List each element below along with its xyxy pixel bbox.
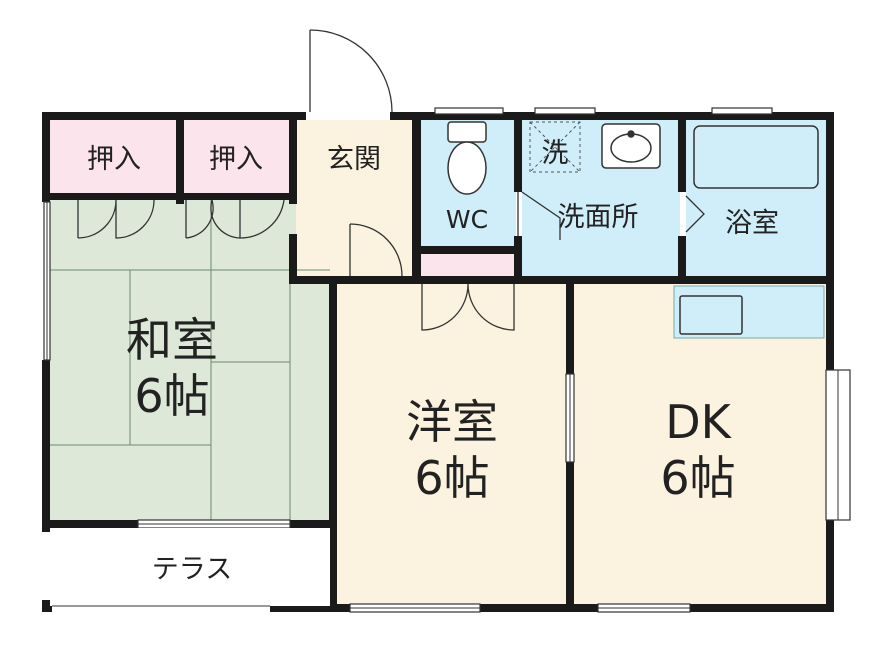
doors [77,29,705,331]
closet-2-label: 押入 [209,144,263,175]
closet-1-label: 押入 [87,144,141,175]
washbasin-icon [601,123,661,169]
hall-closet-fill [420,254,516,278]
terrace-area [50,528,330,606]
senmenjo-label: 洗面所 [558,202,639,233]
yoshitsu-fill [337,284,568,604]
kitchen-sink [679,295,743,335]
closet-2-fill [183,120,289,195]
yoshitsu-size: 6帖 [414,451,489,505]
bathtub-icon [693,125,819,189]
washitsu-size: 6帖 [134,369,209,423]
tatami-lines [50,200,330,520]
yoshitsu-name: 洋室 [406,395,498,449]
wc-label: WC [446,205,488,234]
walls [42,112,834,612]
closet-1-fill [50,120,178,195]
dk-name: DK [665,395,732,449]
washer-label: 洗 [542,138,569,169]
window-midlines [46,202,839,609]
dk-size: 6帖 [660,451,735,505]
yokushitsu-label: 浴室 [725,208,779,239]
washer-space [529,121,581,173]
genkan-fill [296,120,414,278]
washitsu-name: 和室 [126,313,218,367]
genkan-label: 玄関 [327,144,381,175]
toilet-icon [447,121,487,195]
washitsu-fill [50,195,330,525]
terrace-label: テラス [152,554,232,585]
